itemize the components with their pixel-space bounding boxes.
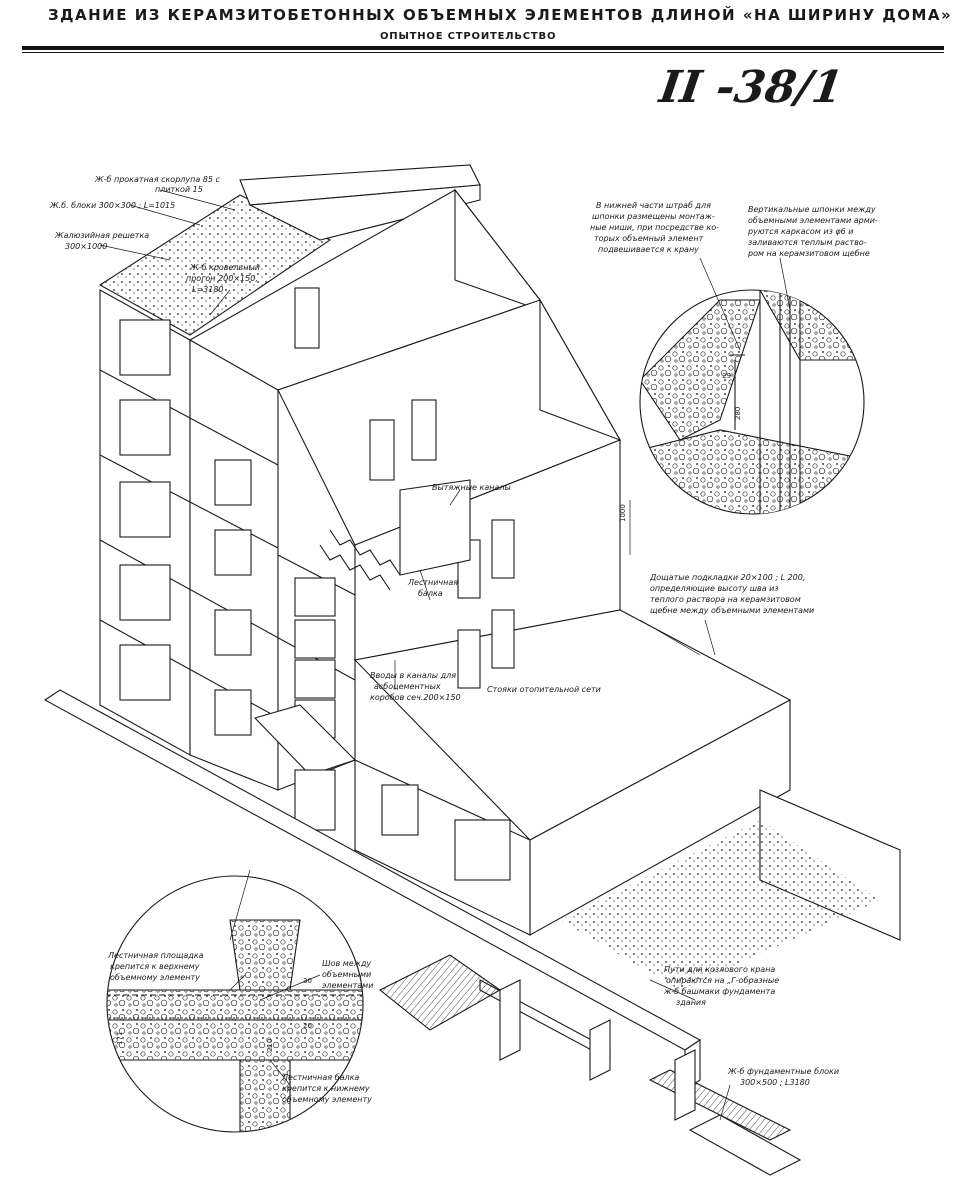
label-stair-beam-bottom-line3: объемному элементу (282, 1095, 372, 1104)
foundation (43, 689, 901, 1176)
label-foundation-line1: Ж-б фундаментные блоки (727, 1067, 839, 1076)
label-pads-line1: Дощатые подкладки 20×100 ; L 200, (649, 573, 805, 582)
label-crane-line3: ж-б башмаки фундамента (663, 987, 775, 996)
label-stair-beam-line2: балка (418, 589, 443, 598)
entrance-canopy (253, 704, 357, 831)
annotation-labels: Ж-б прокатная скорлупа 85 с плиткой 15 Ж… (49, 175, 878, 1104)
dimension-labels: 1000 29 280 171 30 20 210 (116, 372, 742, 1052)
dim-29: 29 (722, 372, 731, 380)
roof-slab (98, 164, 481, 336)
staircase (319, 479, 471, 591)
dim-30: 30 (303, 977, 312, 985)
label-purlin-line1: Ж-б кровельный (189, 263, 260, 272)
label-ducts: Вытяжные каналы (432, 483, 511, 492)
label-landing-line1: Лестничная площадка (107, 951, 204, 960)
label-vertical-keys-line4: заливаются теплым раство- (748, 238, 867, 247)
label-foundation-line2: 300×500 ; L3180 (740, 1078, 810, 1087)
dim-1000: 1000 (619, 504, 627, 522)
label-seam-line3: элементами (322, 981, 373, 990)
ground-hatch (378, 954, 502, 1031)
label-purlin-line3: L=3180 (192, 285, 224, 294)
header-rule-thin (22, 52, 944, 53)
label-stair-beam-bottom-line2: крепится к нижнему (282, 1084, 370, 1093)
label-vertical-keys-line3: руются каркасом из φ6 и (747, 227, 853, 236)
detail-circle-stair-joint (106, 875, 364, 1133)
label-keys-note-line3: ные ниши, при посредстве ко- (590, 223, 719, 232)
label-vertical-keys-line1: Вертикальные шпонки между (748, 205, 876, 214)
label-shell-line2: плиткой 15 (155, 185, 203, 194)
label-inlets-line2: асбоцементных (374, 682, 441, 691)
label-grille-line1: Жалюзийная решетка (54, 231, 149, 240)
label-vertical-keys-line5: ром на керамзитовом щебне (747, 249, 870, 258)
dim-20: 20 (303, 1022, 312, 1030)
volumetric-module-middle (277, 297, 622, 661)
label-shell-line1: Ж-б прокатная скорлупа 85 с (94, 175, 221, 184)
drawing-subtitle: ОПЫТНОЕ СТРОИТЕЛЬСТВО (380, 31, 557, 42)
label-keys-note-line1: В нижней части штраб для (596, 201, 711, 210)
label-keys-note-line4: торых объемный элемент (594, 234, 704, 243)
label-landing-line2: крепится к верхнему (110, 962, 200, 971)
dim-171: 171 (116, 1032, 124, 1045)
dim-210: 210 (266, 1039, 274, 1052)
header-rule-thick (22, 46, 944, 50)
dim-280: 280 (734, 407, 742, 420)
label-purlin-line2: прогон 200×150, (186, 274, 258, 283)
label-keys-note-line2: шпонки размещены монтаж- (592, 212, 715, 221)
label-heating: Стояки отопительной сети (487, 685, 601, 694)
leader-lines (99, 189, 791, 1121)
label-blocks: Ж.б. блоки 300×300 ; L=1015 (49, 201, 175, 210)
label-stair-beam-bottom-line1: Лестничная балка (281, 1073, 359, 1082)
detail-circle-keys (639, 289, 865, 515)
label-crane-line2: опираются на „Г-образные (666, 976, 779, 985)
label-pads-line2: определяющие высоту шва из (650, 584, 779, 593)
label-seam-line2: объемными (322, 970, 371, 979)
label-pads-line4: щебне между объемными элементами (650, 606, 814, 615)
label-landing-line3: объемному элементу (110, 973, 200, 982)
label-keys-note-line5: подвешивается к крану (598, 245, 699, 254)
label-pads-line3: теплого раствора на керамзитовом (650, 595, 801, 604)
label-inlets-line1: Вводы в каналы для (370, 671, 456, 680)
label-crane-line4: здания (676, 998, 706, 1007)
drawing-title: ЗДАНИЕ ИЗ КЕРАМЗИТОБЕТОННЫХ ОБЪЕМНЫХ ЭЛЕ… (48, 6, 953, 24)
windows (119, 287, 515, 881)
label-stair-beam-line1: Лестничная (407, 578, 458, 587)
label-seam-line1: Шов между (322, 959, 371, 968)
label-crane-line1: Пути для козлового крана (664, 965, 775, 974)
label-vertical-keys-line2: объемными элементами арми- (748, 216, 878, 225)
label-inlets-line3: коробов сеч.200×150 (370, 693, 461, 702)
label-grille-line2: 300×1000 (65, 242, 107, 251)
